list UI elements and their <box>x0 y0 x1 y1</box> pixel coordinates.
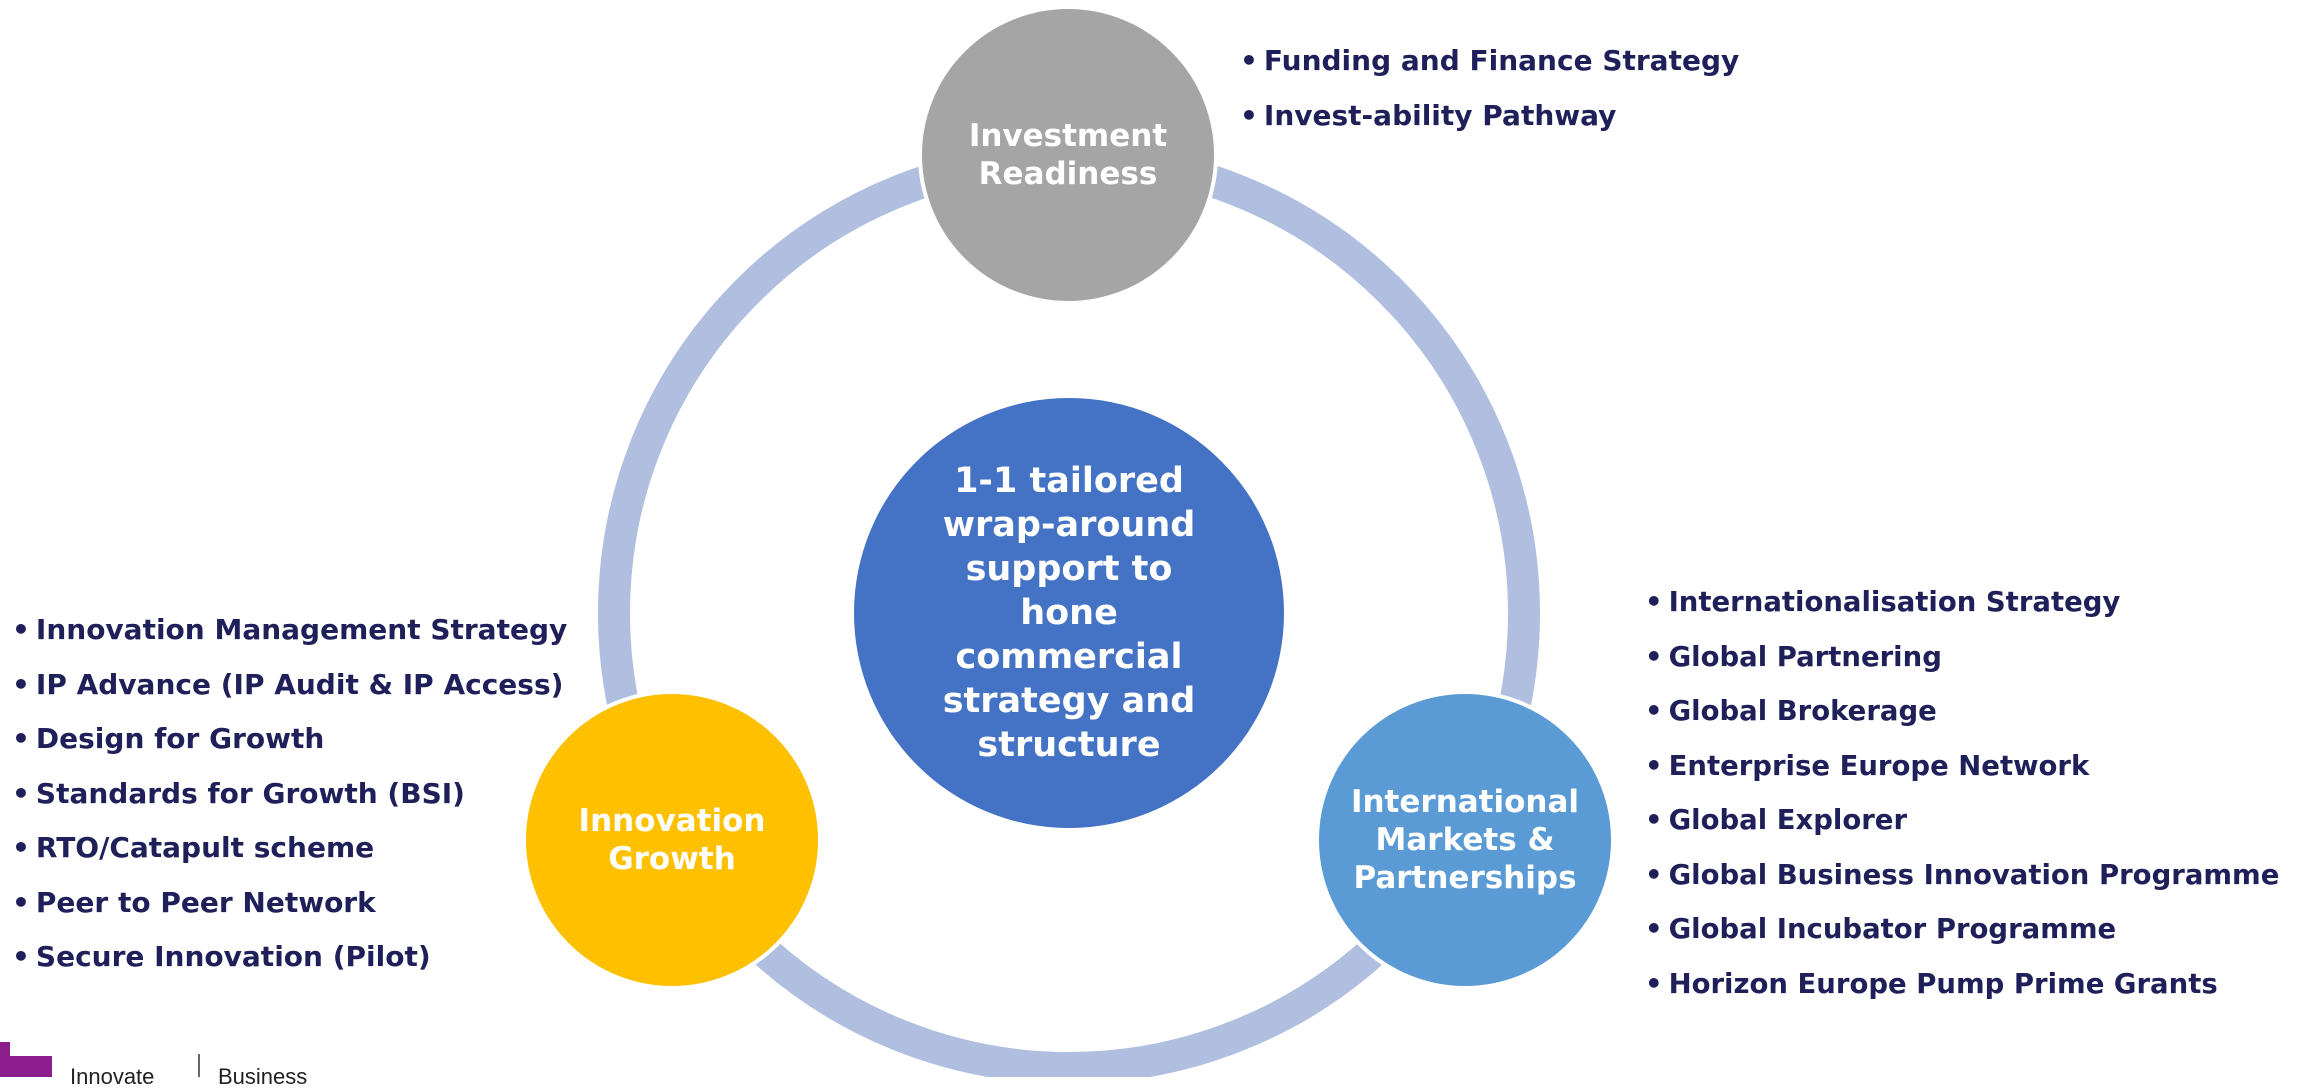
list-item-text: Global Business Innovation Programme <box>1668 858 2280 891</box>
international-markets-list: •Internationalisation Strategy •Global P… <box>1645 575 2279 1011</box>
list-item: •Global Business Innovation Programme <box>1645 848 2279 903</box>
list-item: •Global Brokerage <box>1645 684 2279 739</box>
list-item-text: Innovation Management Strategy <box>35 613 568 646</box>
list-item: •IP Advance (IP Audit & IP Access) <box>12 658 567 713</box>
list-item: •Design for Growth <box>12 712 567 767</box>
bullet: • <box>12 885 30 919</box>
list-item: •Global Partnering <box>1645 630 2279 685</box>
list-item: •Global Incubator Programme <box>1645 902 2279 957</box>
bullet: • <box>1645 586 1663 618</box>
center-support-text: 1-1 tailored wrap-around support to hone… <box>942 461 1196 765</box>
innovate-business-logo: Innovate Business <box>0 1038 340 1088</box>
list-item-text: Global Explorer <box>1668 804 1908 836</box>
list-item-text: Internationalisation Strategy <box>1668 586 2121 618</box>
list-item: •Horizon Europe Pump Prime Grants <box>1645 957 2279 1012</box>
bullet: • <box>1645 804 1663 836</box>
list-item-text: Invest-ability Pathway <box>1263 98 1617 132</box>
list-item-text: Funding and Finance Strategy <box>1263 44 1740 77</box>
bullet: • <box>12 667 30 701</box>
list-item-text: IP Advance (IP Audit & IP Access) <box>35 667 564 701</box>
center-support-node: 1-1 tailored wrap-around support to hone… <box>854 398 1284 828</box>
logo-divider <box>198 1054 200 1077</box>
list-item: •RTO/Catapult scheme <box>12 821 567 876</box>
logo-brand-text: Innovate <box>70 1064 155 1089</box>
bullet: • <box>1645 913 1663 945</box>
list-item-text: Secure Innovation (Pilot) <box>35 940 431 973</box>
list-item: •Secure Innovation (Pilot) <box>12 930 567 985</box>
list-item-text: Standards for Growth (BSI) <box>35 776 465 810</box>
logo-mark <box>0 1042 10 1077</box>
list-item-text: Global Incubator Programme <box>1668 913 2117 945</box>
investment-readiness-title: Investment Readiness <box>968 118 1168 192</box>
bullet: • <box>1645 749 1663 782</box>
bullet: • <box>1645 858 1663 891</box>
list-item: •Global Explorer <box>1645 793 2279 848</box>
investment-readiness-list: •Funding and Finance Strategy •Invest-ab… <box>1240 34 1739 143</box>
list-item: •Standards for Growth (BSI) <box>12 767 567 822</box>
list-item-text: Global Brokerage <box>1668 695 1937 727</box>
investment-readiness-node: Investment Readiness <box>918 5 1218 305</box>
innovation-growth-title: Innovation Growth <box>578 803 766 877</box>
list-item-text: Peer to Peer Network <box>35 885 376 919</box>
list-item: •Innovation Management Strategy <box>12 603 567 658</box>
bullet: • <box>12 613 30 646</box>
logo-unit-text: Business <box>218 1064 308 1089</box>
international-markets-title: International Markets & Partnerships <box>1350 784 1580 896</box>
list-item-text: RTO/Catapult scheme <box>35 831 375 864</box>
bullet: • <box>1645 640 1663 673</box>
list-item: •Invest-ability Pathway <box>1240 89 1739 144</box>
bullet: • <box>12 722 30 755</box>
list-item-text: Global Partnering <box>1668 640 1942 673</box>
innovation-growth-list: •Innovation Management Strategy •IP Adva… <box>12 603 567 985</box>
bullet: • <box>1240 98 1258 132</box>
list-item-text: Horizon Europe Pump Prime Grants <box>1668 967 2218 1000</box>
list-item: •Internationalisation Strategy <box>1645 575 2279 630</box>
bullet: • <box>1240 44 1258 77</box>
list-item: •Peer to Peer Network <box>12 876 567 931</box>
bullet: • <box>1645 695 1663 727</box>
bullet: • <box>1645 967 1663 1000</box>
bullet: • <box>12 776 30 810</box>
list-item-text: Enterprise Europe Network <box>1668 749 2090 782</box>
logo-mark <box>10 1056 52 1077</box>
innovation-growth-node: Innovation Growth <box>522 690 822 990</box>
list-item: •Funding and Finance Strategy <box>1240 34 1739 89</box>
bullet: • <box>12 831 30 864</box>
bullet: • <box>12 940 30 973</box>
list-item-text: Design for Growth <box>35 722 325 755</box>
international-markets-node: International Markets & Partnerships <box>1315 690 1615 990</box>
list-item: •Enterprise Europe Network <box>1645 739 2279 794</box>
